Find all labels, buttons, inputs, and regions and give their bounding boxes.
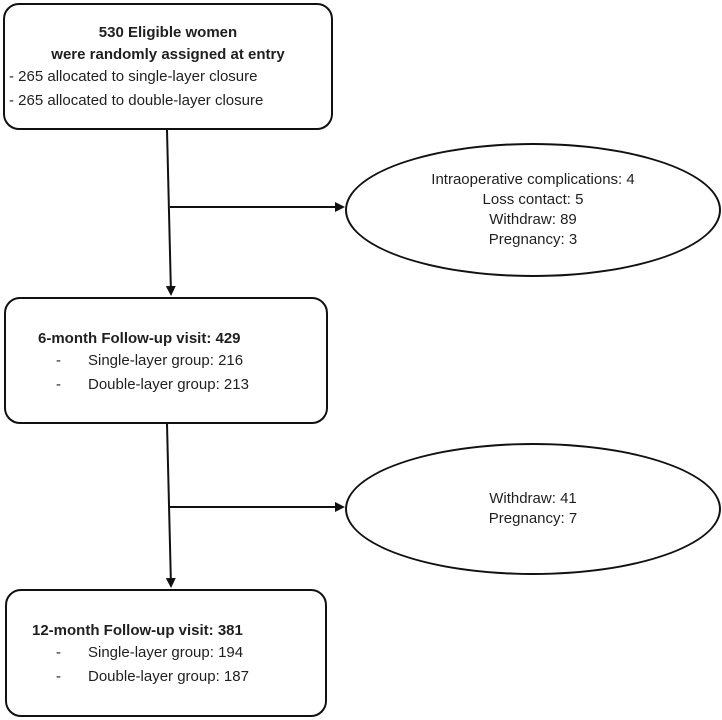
followup-12-single: Single-layer group: 194 xyxy=(88,644,244,661)
followup-6-dash-2: - xyxy=(56,376,61,393)
exclusion-2-line-2: Pregnancy: 7 xyxy=(488,510,578,527)
followup-6-box: 6-month Follow-up visit: 429 - Single-la… xyxy=(4,297,328,424)
followup-6-dash-1: - xyxy=(56,352,61,369)
followup-6-single: Single-layer group: 216 xyxy=(88,352,244,369)
main-connector-1 xyxy=(165,129,176,296)
enrollment-title-line-2: were randomly assigned at entry xyxy=(51,46,285,63)
exclusion-ellipse-2: Withdraw: 41 Pregnancy: 7 xyxy=(345,443,721,575)
enrollment-title-line-1: 530 Eligible women xyxy=(98,24,238,41)
followup-12-dash-2: - xyxy=(56,668,61,685)
exclusion-2-line-1: Withdraw: 41 xyxy=(489,490,577,507)
followup-12-box: 12-month Follow-up visit: 381 - Single-l… xyxy=(5,589,327,717)
followup-6-title: 6-month Follow-up visit: 429 xyxy=(38,330,241,347)
followup-6-double: Double-layer group: 213 xyxy=(88,376,249,393)
exclusion-1-line-2: Loss contact: 5 xyxy=(482,191,584,208)
exclusion-1-line-1: Intraoperative complications: 4 xyxy=(431,171,635,188)
enrollment-item-single: - 265 allocated to single-layer closure xyxy=(9,68,258,85)
followup-12-title: 12-month Follow-up visit: 381 xyxy=(32,622,243,639)
main-connector-2 xyxy=(165,423,176,588)
followup-12-dash-1: - xyxy=(56,644,61,661)
enrollment-item-double: - 265 allocated to double-layer closure xyxy=(9,92,264,109)
exclusion-1-line-4: Pregnancy: 3 xyxy=(488,231,578,248)
enrollment-box: 530 Eligible women were randomly assigne… xyxy=(3,3,333,130)
exclusion-1-line-3: Withdraw: 89 xyxy=(489,211,577,228)
followup-12-double: Double-layer group: 187 xyxy=(88,668,249,685)
exclusion-ellipse-1: Intraoperative complications: 4 Loss con… xyxy=(345,143,721,277)
